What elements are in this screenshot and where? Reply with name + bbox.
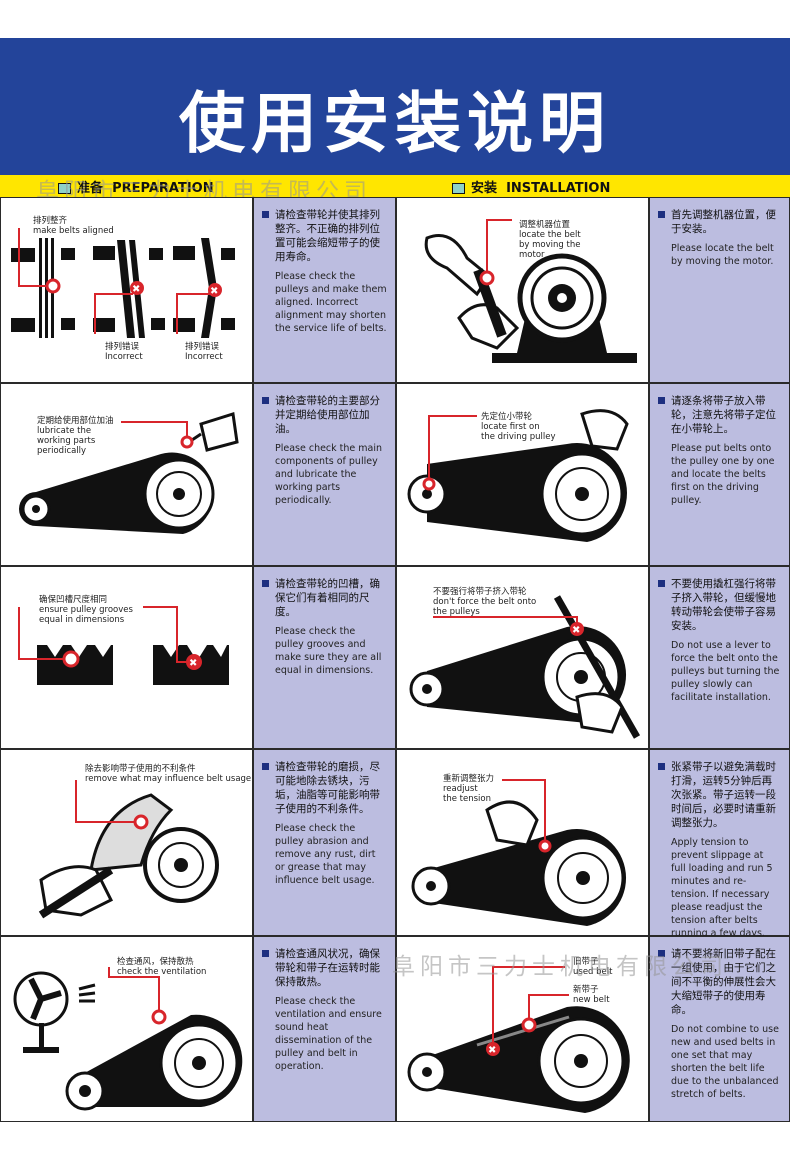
instruction-text: 请不要将新旧带子配在一组使用，由于它们之间不平衡的伸展性会大大缩短带子的使用寿命… — [649, 936, 790, 1122]
screen-icon — [452, 183, 465, 194]
bullet-icon — [262, 397, 269, 404]
section-bar — [0, 175, 790, 197]
instruction-text: 不要使用撬杠强行将带子挤入带轮，但缓慢地转动带轮会使带子容易安装。 Do not… — [649, 566, 790, 749]
page-title: 使用安装说明 — [179, 85, 611, 162]
instruction-text: 请检查带轮的凹槽，确保它们有着相同的尺度。 Please check the p… — [253, 566, 396, 749]
section-preparation: 准备 PREPARATION — [58, 177, 214, 196]
svg-text:✖: ✖ — [132, 284, 140, 295]
instruction-text: 首先调整机器位置，便于安装。 Please locate the belt by… — [649, 197, 790, 383]
bullet-icon — [658, 397, 665, 404]
bullet-icon — [658, 763, 665, 770]
instruction-text: 请检查通风状况，确保带轮和带子在运转时能保持散热。 Please check t… — [253, 936, 396, 1122]
header-banner — [0, 38, 790, 175]
svg-text:✖: ✖ — [488, 1045, 496, 1056]
svg-text:✖: ✖ — [210, 286, 218, 297]
watermark: 阜阳市三力士机电有限公司 — [392, 954, 728, 980]
bullet-icon — [658, 580, 665, 587]
bullet-icon — [262, 950, 269, 957]
svg-text:✖: ✖ — [572, 625, 580, 636]
footer-space — [0, 1122, 790, 1170]
svg-text:✖: ✖ — [189, 658, 197, 669]
bullet-icon — [262, 580, 269, 587]
instruction-text: 请检查带轮并使其排列整齐。不正确的排列位置可能会缩短带子的使用寿命。 Pleas… — [253, 197, 396, 383]
instruction-text: 请逐条将带子放入带轮，注意先将带子定位在小带轮上。 Please put bel… — [649, 383, 790, 566]
bullet-icon — [658, 950, 665, 957]
bullet-icon — [658, 211, 665, 218]
instruction-text: 请检查带轮的主要部分并定期给使用部位加油。 Please check the m… — [253, 383, 396, 566]
instruction-text: 请检查带轮的磨损，尽可能地除去锈块，污垢，油脂等可能影响带子使用的不利条件。 P… — [253, 749, 396, 936]
section-installation: 安装 INSTALLATION — [452, 177, 610, 196]
screen-icon — [58, 183, 71, 194]
instruction-text: 张紧带子以避免满载时打滑，运转5分钟后再次张紧。带子运转一段时间后，必要时请重新… — [649, 749, 790, 939]
bullet-icon — [262, 211, 269, 218]
bullet-icon — [262, 763, 269, 770]
